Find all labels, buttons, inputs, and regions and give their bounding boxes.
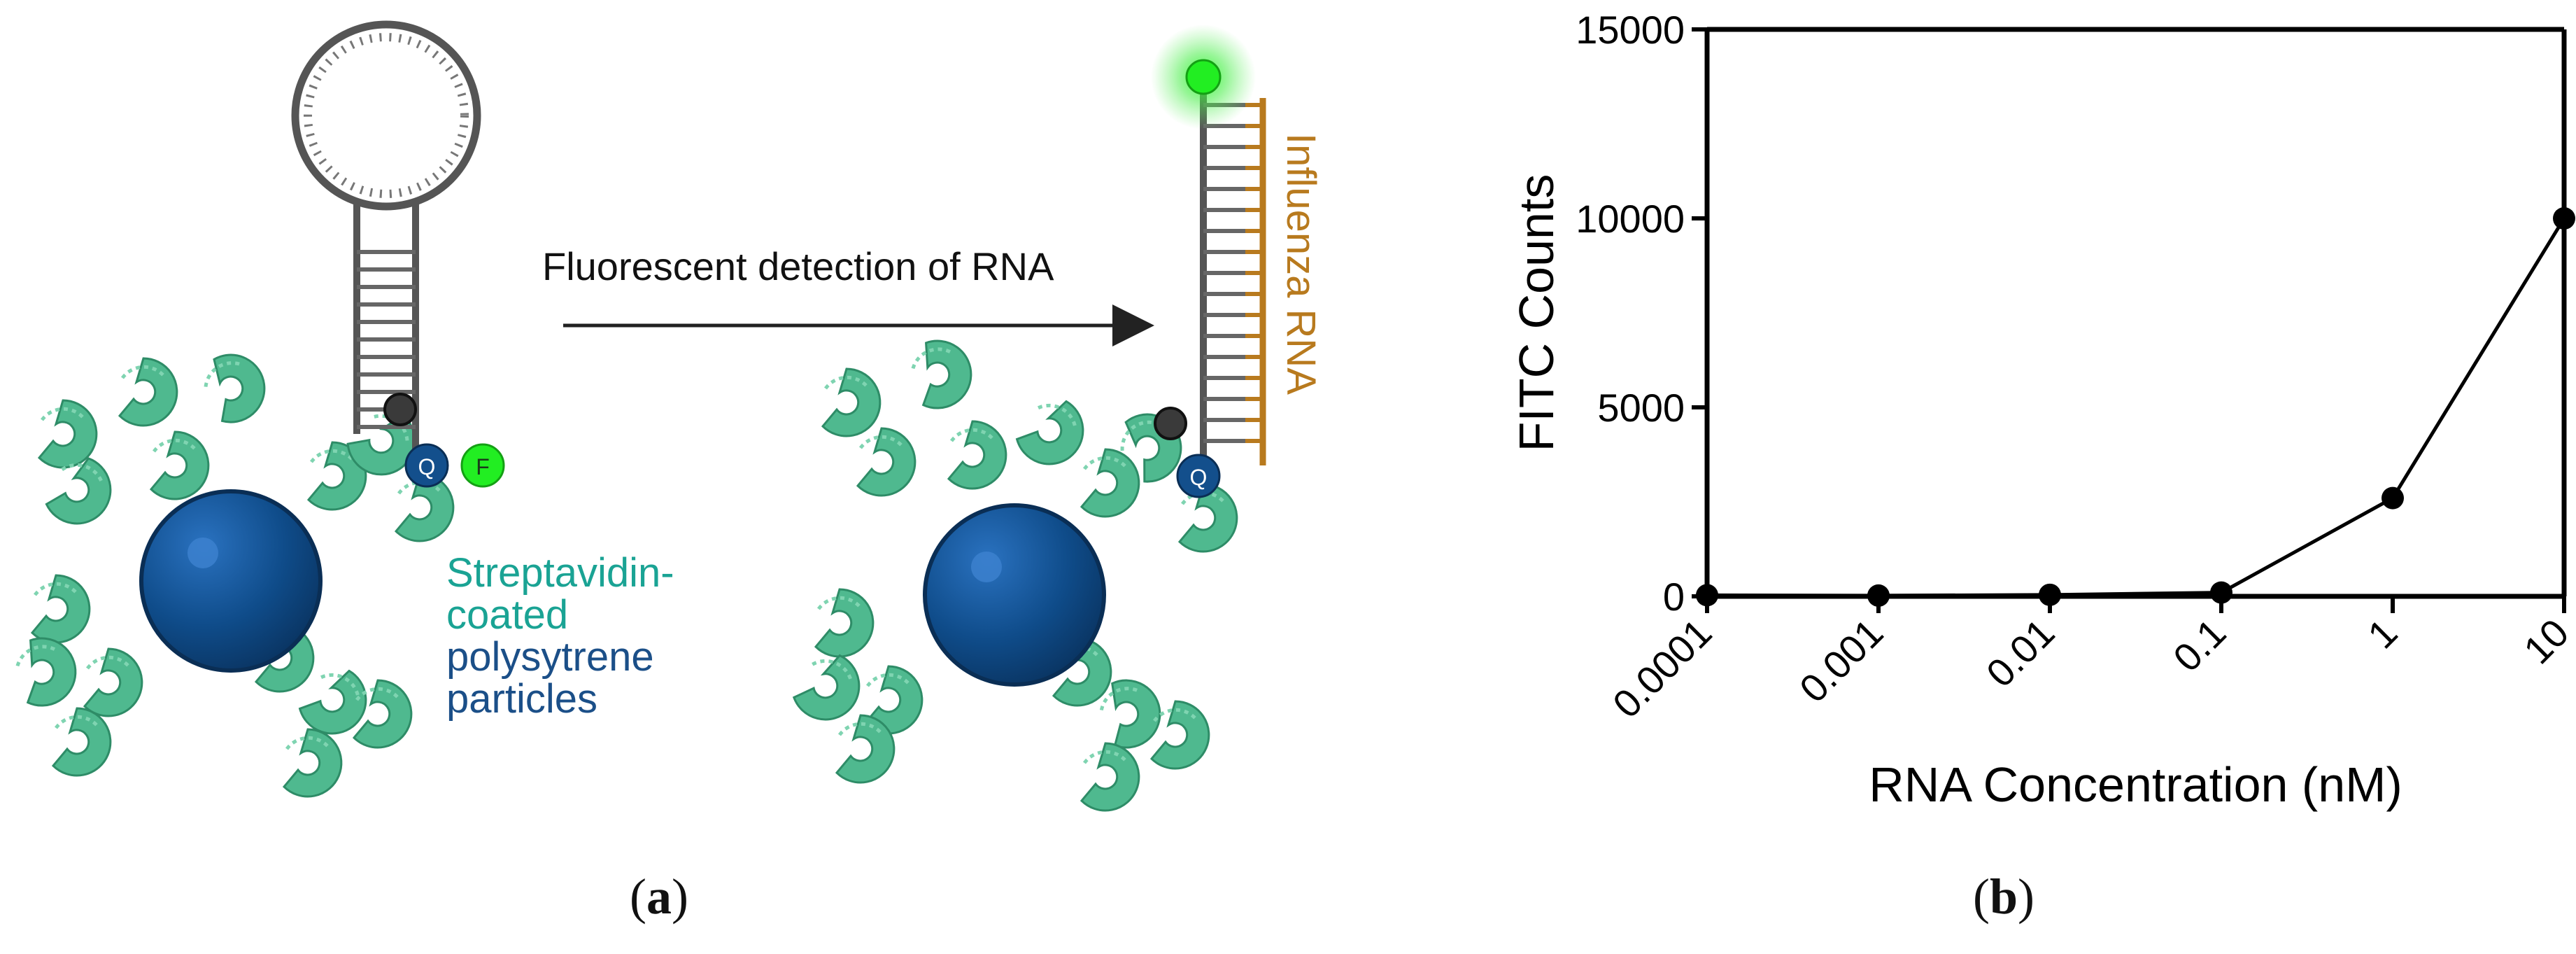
series-line bbox=[1706, 217, 2566, 598]
particle-label-line4: particles bbox=[446, 676, 597, 722]
particle-label: Streptavidin- coated polysytrene particl… bbox=[446, 550, 674, 722]
streptavidin-protein bbox=[1082, 743, 1139, 811]
streptavidin-protein bbox=[8, 629, 85, 712]
x-tick-label: 1 bbox=[2359, 610, 2406, 657]
quencher-label: Q bbox=[1190, 465, 1208, 490]
x-axis-label: RNA Concentration (nM) bbox=[1869, 757, 2402, 812]
streptavidin-protein bbox=[151, 432, 208, 499]
data-point bbox=[2553, 207, 2575, 230]
streptavidin-protein bbox=[120, 358, 177, 426]
y-axis-label: FITC Counts bbox=[1509, 174, 1564, 452]
fluorophore-dot-active bbox=[1185, 59, 1222, 95]
particle-label-line1: Streptavidin- bbox=[446, 550, 674, 596]
chart-plot-area: 0 5000 10000 15000 0.0001 0.001 0.01 0.1 1 10 FITC… bbox=[1509, 8, 2576, 812]
influenza-rna-strand bbox=[1245, 98, 1266, 465]
x-tick-label: 0.1 bbox=[2165, 610, 2235, 680]
hairpin-probe bbox=[291, 20, 481, 455]
x-tick-label: 0.001 bbox=[1791, 610, 1892, 711]
polystyrene-particle bbox=[139, 489, 323, 673]
biotin-anchor bbox=[383, 393, 417, 426]
y-tick-label: 10000 bbox=[1576, 197, 1685, 241]
data-point bbox=[2382, 486, 2404, 510]
left-particle-assembly: Q F bbox=[8, 20, 505, 797]
panel-a-caption: (a) bbox=[630, 869, 688, 925]
streptavidin-protein bbox=[858, 428, 915, 496]
streptavidin-protein bbox=[949, 421, 1006, 489]
fluorophore-label: F bbox=[476, 454, 490, 479]
streptavidin-protein bbox=[1012, 389, 1096, 476]
particle-label-line2: coated bbox=[446, 592, 568, 638]
quencher-dot bbox=[1176, 454, 1221, 498]
data-point bbox=[1696, 584, 1718, 607]
streptavidin-protein bbox=[194, 342, 277, 429]
opened-probe bbox=[1200, 77, 1245, 469]
x-tick-label: 0.01 bbox=[1978, 610, 2063, 696]
x-tick-label: 0.0001 bbox=[1604, 610, 1720, 727]
rna-label: Influenza RNA bbox=[1278, 133, 1324, 395]
panel-b-caption: (b) bbox=[1973, 869, 2035, 925]
right-particle-assembly: Influenza RNA Q bbox=[790, 24, 1324, 811]
polystyrene-particle bbox=[923, 503, 1106, 687]
streptavidin-protein bbox=[85, 649, 142, 716]
streptavidin-protein bbox=[816, 589, 873, 657]
y-tick-label: 5000 bbox=[1597, 386, 1685, 430]
data-point bbox=[1867, 584, 1890, 607]
streptavidin-protein bbox=[32, 575, 90, 643]
streptavidin-protein bbox=[284, 729, 341, 797]
fluorophore-dot bbox=[460, 443, 505, 488]
biotin-anchor bbox=[1154, 407, 1187, 440]
streptavidin-protein bbox=[790, 645, 870, 731]
streptavidin-protein bbox=[53, 708, 111, 776]
data-point bbox=[2039, 583, 2061, 606]
streptavidin-protein bbox=[823, 369, 880, 436]
y-tick-label: 15000 bbox=[1576, 8, 1685, 52]
streptavidin-protein bbox=[837, 715, 894, 783]
panel-a-diagram: Q F Streptavidin- coated polysytrene par… bbox=[0, 20, 1324, 954]
data-point bbox=[2210, 581, 2232, 604]
streptavidin-protein bbox=[1082, 449, 1139, 517]
y-tick-label: 0 bbox=[1663, 575, 1685, 619]
quencher-label: Q bbox=[418, 454, 436, 479]
quencher-dot bbox=[404, 443, 449, 488]
particle-label-line3: polysytrene bbox=[446, 634, 654, 680]
x-tick-label: 10 bbox=[2515, 610, 2576, 673]
panel-b-chart: 0 5000 10000 15000 0.0001 0.001 0.01 0.1 1 10 FITC… bbox=[1509, 8, 2576, 812]
arrow-label: Fluorescent detection of RNA bbox=[542, 244, 1054, 288]
streptavidin-protein bbox=[904, 332, 981, 414]
